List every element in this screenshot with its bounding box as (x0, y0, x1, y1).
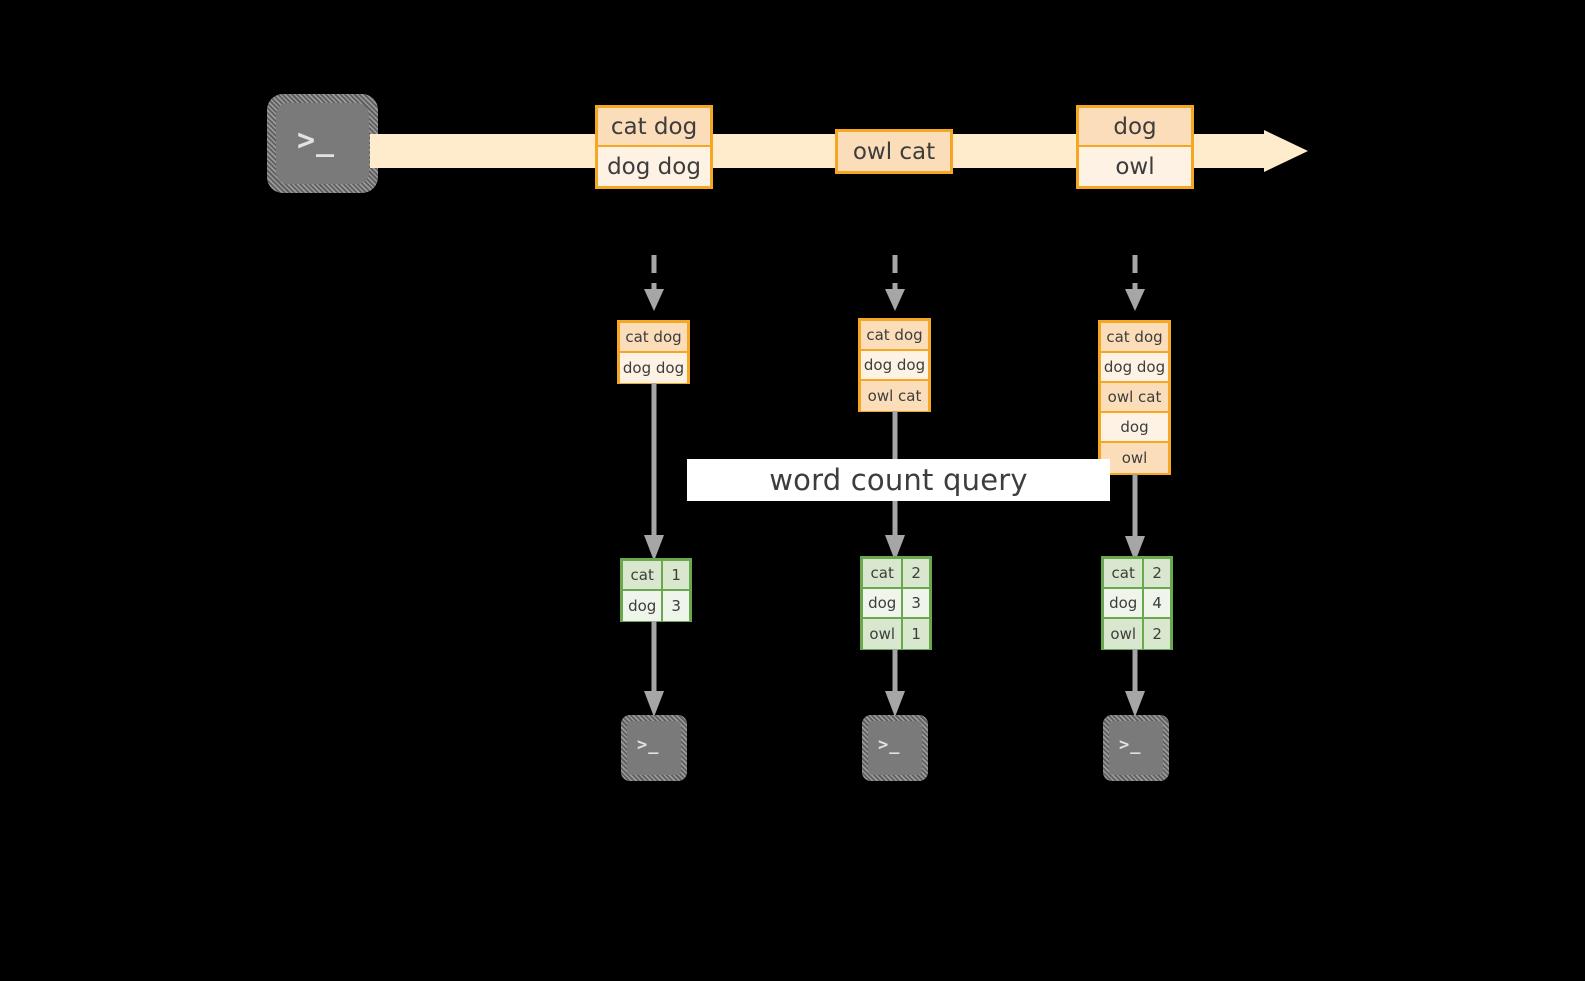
dashed-connector-arrow (881, 255, 909, 317)
sink-connector-arrow (884, 649, 906, 719)
result-table-row: dog 3 (863, 589, 929, 619)
sink-terminal-icon: >_ (1103, 715, 1169, 781)
query-connector-arrow (643, 383, 665, 563)
result-table: cat 1 dog 3 (620, 558, 692, 622)
result-count-cell: 3 (903, 589, 929, 617)
query-label-text: word count query (769, 463, 1028, 497)
stream-event-box: owl cat (835, 129, 953, 174)
result-table-row: owl 2 (1104, 619, 1170, 649)
result-word-cell: dog (1104, 589, 1145, 617)
dashed-connector-arrow (640, 255, 668, 317)
terminal-prompt-glyph: >_ (637, 735, 660, 755)
result-word-cell: dog (863, 589, 904, 617)
stream-event-row: dog dog (598, 147, 710, 186)
sink-connector-arrow (643, 621, 665, 719)
result-word-cell: cat (1104, 559, 1145, 587)
result-count-cell: 1 (903, 619, 929, 649)
result-table-row: cat 2 (863, 559, 929, 589)
input-table-row: dog dog (620, 353, 687, 383)
result-count-cell: 4 (1144, 589, 1170, 617)
result-count-cell: 1 (663, 561, 689, 589)
terminal-prompt-glyph: >_ (297, 123, 336, 158)
input-table-row: dog dog (861, 351, 928, 381)
input-table-row: cat dog (1101, 323, 1168, 353)
result-count-cell: 2 (1144, 619, 1170, 649)
stream-event-box: cat dog dog dog (595, 105, 713, 189)
result-count-cell: 3 (663, 591, 689, 621)
result-word-cell: dog (623, 591, 664, 621)
result-word-cell: cat (863, 559, 904, 587)
result-word-cell: owl (1104, 619, 1145, 649)
sink-terminal-icon: >_ (621, 715, 687, 781)
input-table-row: owl cat (861, 381, 928, 411)
input-table-row: cat dog (620, 323, 687, 353)
result-table-row: cat 1 (623, 561, 689, 591)
sink-connector-arrow (1124, 649, 1146, 719)
input-table-row: cat dog (861, 321, 928, 351)
result-table-row: owl 1 (863, 619, 929, 649)
result-table: cat 2 dog 4 owl 2 (1101, 556, 1173, 650)
stream-event-row: owl (1079, 147, 1191, 186)
sink-terminal-icon: >_ (862, 715, 928, 781)
stream-event-row: dog (1079, 108, 1191, 147)
terminal-screen (868, 721, 922, 775)
result-table-row: dog 4 (1104, 589, 1170, 619)
input-table-row: owl (1101, 443, 1168, 473)
input-table-row: owl cat (1101, 383, 1168, 413)
query-connector-arrow (1124, 474, 1146, 564)
input-table-row: dog dog (1101, 353, 1168, 383)
terminal-screen (627, 721, 681, 775)
input-table-row: dog (1101, 413, 1168, 443)
terminal-screen (276, 103, 369, 184)
result-table: cat 2 dog 3 owl 1 (860, 556, 932, 650)
snapshot-input-table: cat dog dog dog owl cat dog owl (1098, 320, 1171, 475)
result-count-cell: 2 (903, 559, 929, 587)
result-table-row: cat 2 (1104, 559, 1170, 589)
source-terminal-icon: >_ (267, 94, 378, 193)
terminal-screen (1109, 721, 1163, 775)
snapshot-input-table: cat dog dog dog owl cat (858, 318, 931, 412)
stream-event-row: owl cat (838, 132, 950, 171)
stream-event-row: cat dog (598, 108, 710, 147)
snapshot-input-table: cat dog dog dog (617, 320, 690, 384)
terminal-prompt-glyph: >_ (1119, 735, 1142, 755)
result-word-cell: cat (623, 561, 664, 589)
query-label-banner: word count query (687, 459, 1110, 501)
result-table-row: dog 3 (623, 591, 689, 621)
result-count-cell: 2 (1144, 559, 1170, 587)
terminal-prompt-glyph: >_ (878, 735, 901, 755)
stream-event-box: dog owl (1076, 105, 1194, 189)
dashed-connector-arrow (1121, 255, 1149, 317)
result-word-cell: owl (863, 619, 904, 649)
